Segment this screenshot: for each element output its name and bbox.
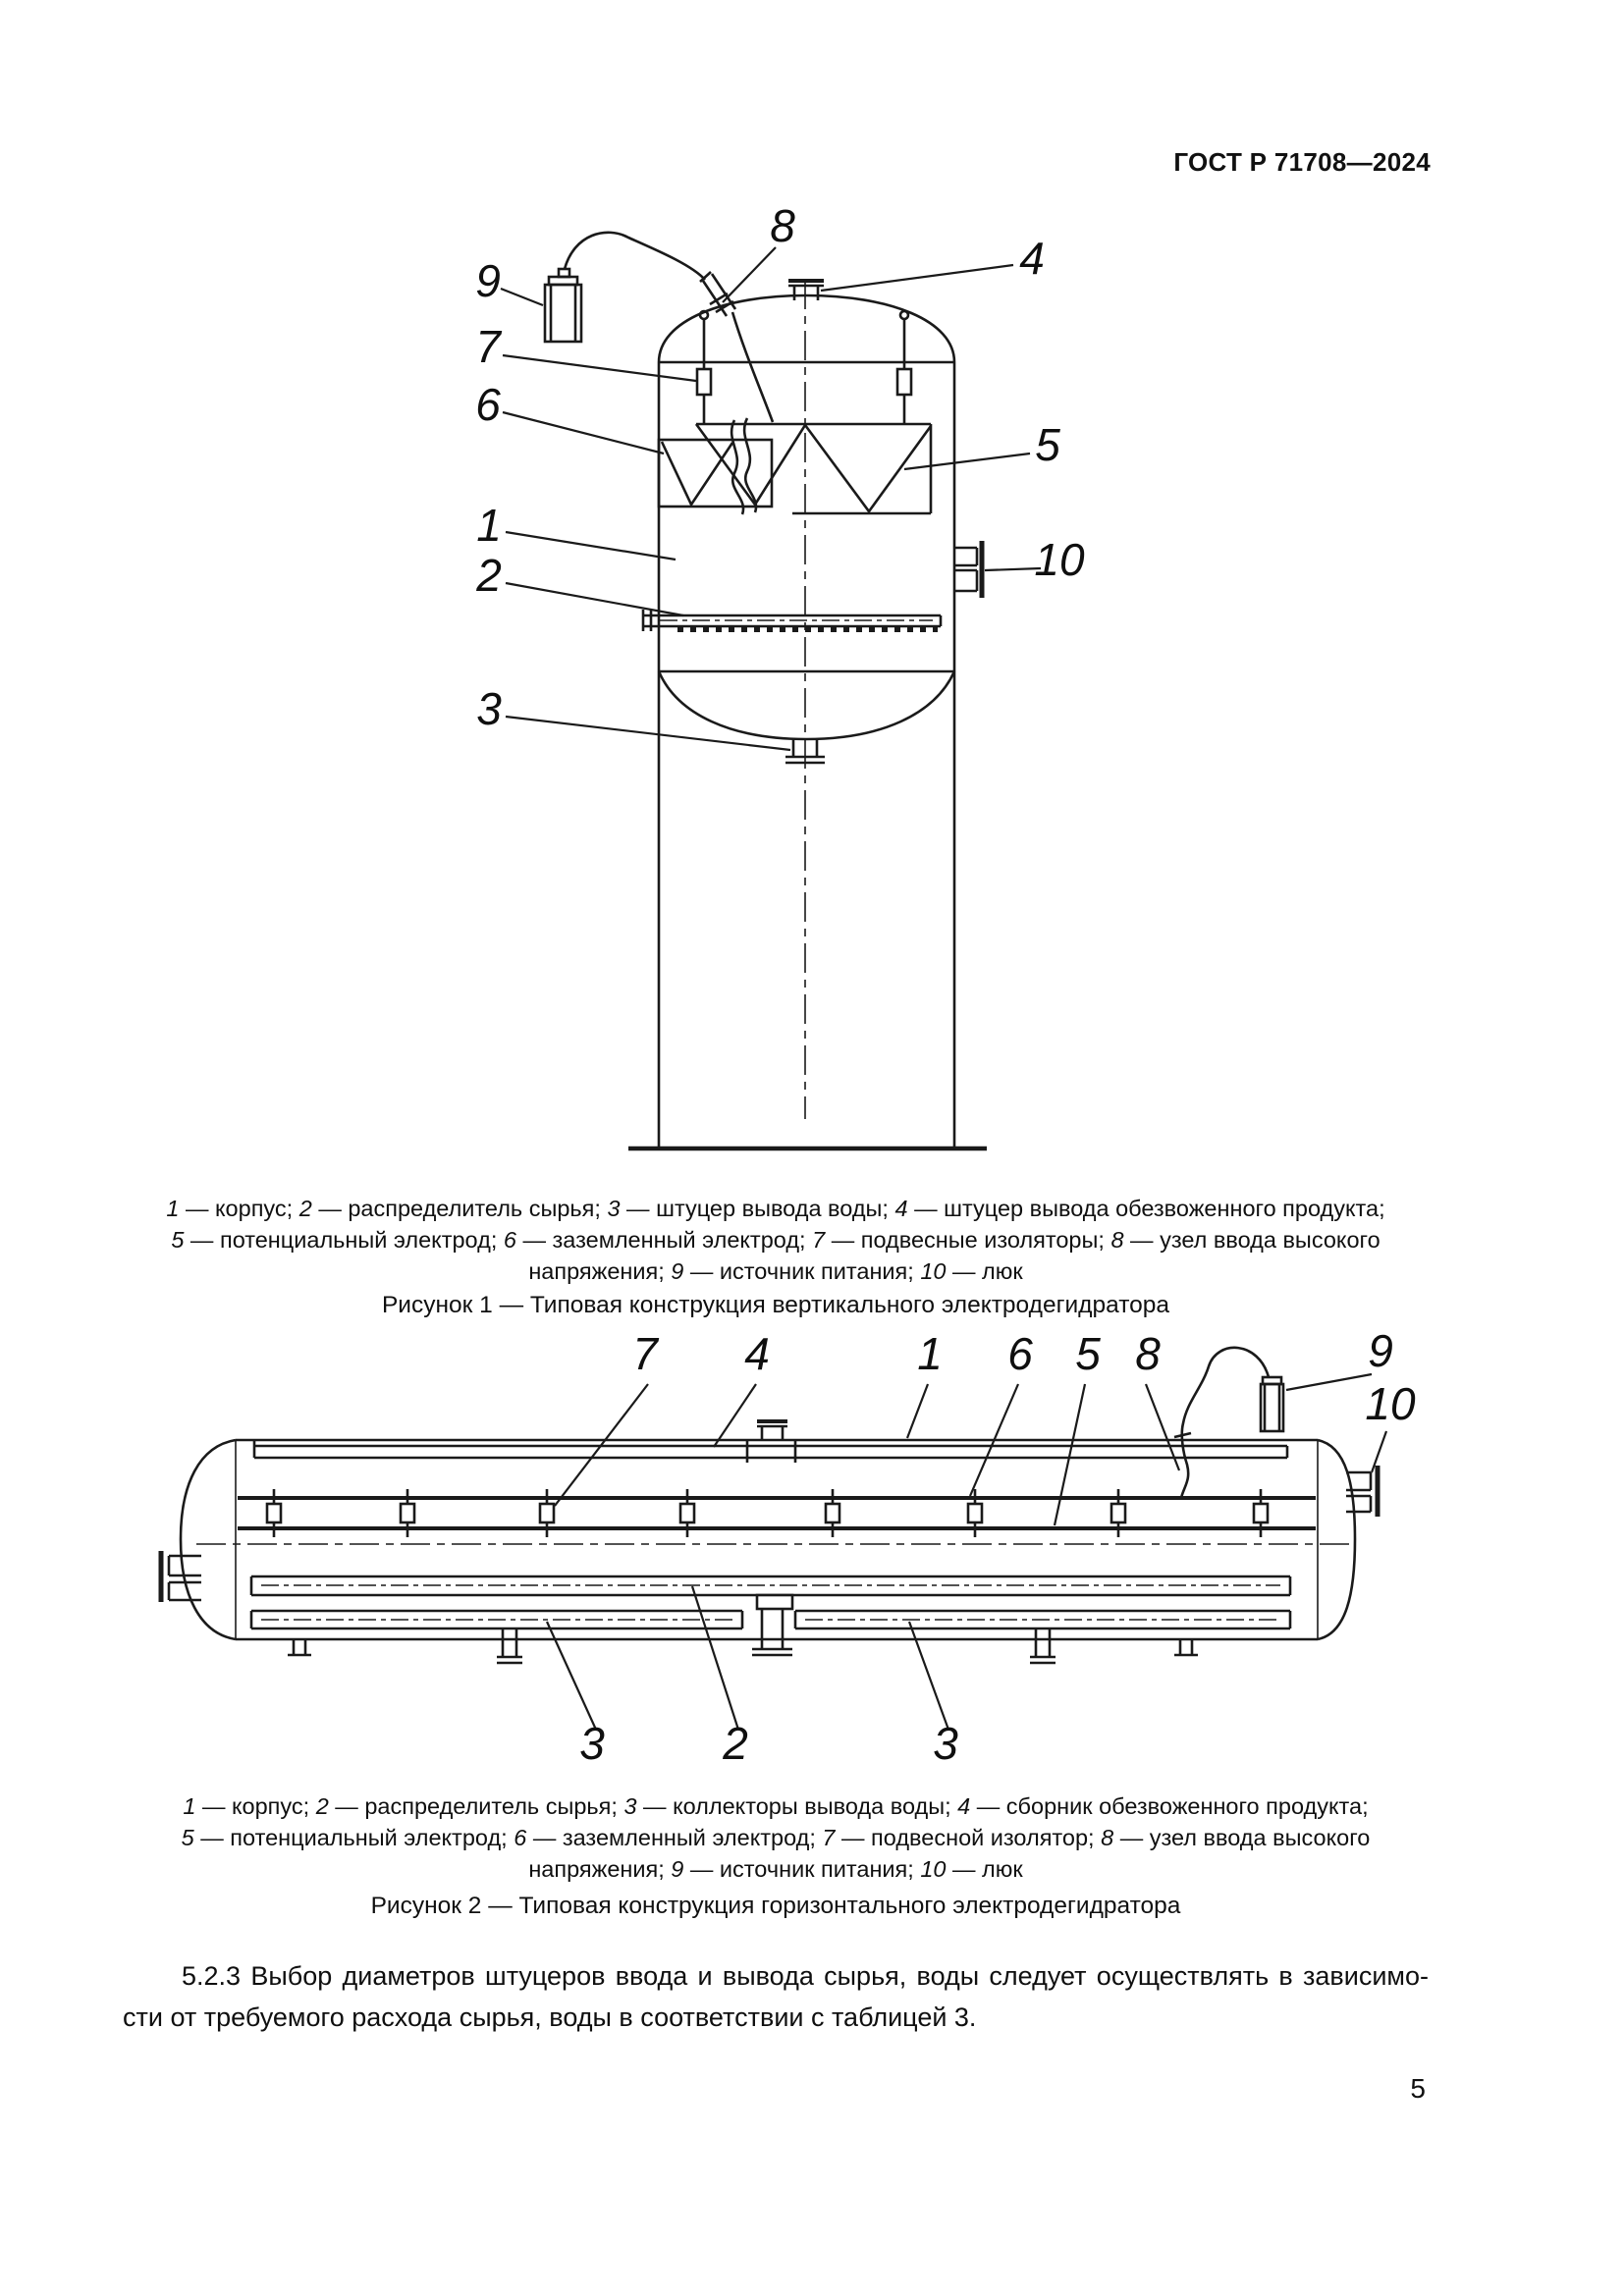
fig1-label-distributor: 2 [475,550,502,601]
figure1-vertical-electrodehydrator-diagram: 8 4 9 7 6 5 1 10 2 3 [475,200,1085,1151]
fig1-manhole [954,541,985,598]
fig2-label-manhole: 10 [1365,1378,1416,1429]
fig1-power-source [543,267,583,344]
paragraph-line2: сти от требуемого расхода сырья, воды в … [123,2002,977,2032]
fig2-product-collector [252,1440,1289,1460]
fig2-left-end-flange [158,1551,201,1602]
fig2-label-grounded-electrode: 6 [1007,1328,1033,1379]
fig1-hv-entry-unit [699,271,775,423]
fig2-water-collector-right [793,1609,1292,1630]
standard-code-header: ГОСТ Р 71708—2024 [1173,147,1431,177]
figure1-caption: 1 — корпус; 2 — распределитель сырья; 3 … [123,1193,1429,1287]
fig2-label-insulator: 7 [632,1328,659,1379]
figure1-caption-line2: 5 — потенциальный электрод; 6 — заземлен… [171,1227,1380,1253]
fig1-water-outlet-nozzle [785,739,825,765]
fig1-label-body: 1 [476,500,502,551]
fig1-potential-electrode [694,422,933,515]
fig1-label-power-source: 9 [475,255,501,306]
figure2-horizontal-electrodehydrator-diagram: 7 4 1 6 5 8 9 10 3 2 3 [158,1325,1416,1769]
fig2-hv-cable [1173,1346,1271,1499]
fig1-grounded-electrode [657,438,774,508]
fig2-label-potential-electrode: 5 [1075,1328,1101,1379]
fig2-label-body: 1 [917,1328,943,1379]
clause-5-2-3-paragraph: 5.2.3 Выбор диаметров штуцеров ввода и в… [123,1955,1429,2038]
figure1-caption-line1: 1 — корпус; 2 — распределитель сырья; 3 … [166,1196,1385,1221]
fig1-product-outlet-nozzle [788,279,824,300]
fig2-power-source [1259,1375,1285,1433]
fig1-feed-distributor [641,610,943,632]
fig1-label-potential-electrode: 5 [1035,419,1060,470]
fig2-water-collector-left [249,1609,744,1630]
figure2-caption-line3: напряжения; 9 — источник питания; 10 — л… [528,1856,1023,1882]
fig2-label-hv-entry: 8 [1135,1328,1161,1379]
fig1-label-grounded-electrode: 6 [475,379,501,430]
fig2-vessel-shell [179,1438,1357,1641]
fig2-leader-lines [545,1372,1388,1731]
fig2-label-water-collector-right: 3 [933,1718,958,1769]
fig1-label-manhole: 10 [1034,534,1085,585]
figure1-title: Рисунок 1 — Типовая конструкция вертикал… [381,1292,1170,1318]
fig1-label-water-outlet: 3 [476,683,502,734]
figure2-title: Рисунок 2 — Типовая конструкция горизонт… [370,1893,1181,1919]
fig2-manhole [1346,1466,1380,1517]
fig2-feed-distributor [249,1575,1292,1657]
fig1-hanging-insulators [695,309,913,424]
fig1-leader-lines [500,246,1042,752]
fig1-label-insulator: 7 [475,321,502,372]
figure2-caption-line1: 1 — корпус; 2 — распределитель сырья; 3 … [183,1793,1369,1819]
fig2-bottom-nozzles [288,1629,1198,1665]
fig1-vessel-shell [628,280,987,1151]
fig1-hv-cable [563,231,706,281]
fig2-label-power-source: 9 [1368,1325,1393,1376]
fig2-label-water-collector-left: 3 [579,1718,605,1769]
fig1-feed-stream [730,417,758,515]
figure1-caption-line3: напряжения; 9 — источник питания; 10 — л… [528,1258,1023,1284]
fig2-label-product-collector: 4 [744,1328,770,1379]
figure2-caption: 1 — корпус; 2 — распределитель сырья; 3 … [123,1790,1429,1885]
fig2-top-nozzle [745,1419,797,1463]
fig2-label-distributor: 2 [722,1718,748,1769]
fig1-label-product-outlet: 4 [1019,233,1045,284]
page-number: 5 [1410,2073,1426,2104]
figure2-caption-line2: 5 — потенциальный электрод; 6 — заземлен… [181,1825,1371,1850]
paragraph-line1: 5.2.3 Выбор диаметров штуцеров ввода и в… [182,1961,1429,1991]
fig2-suspended-insulators [265,1489,1270,1537]
fig1-label-hv-entry: 8 [770,200,795,251]
